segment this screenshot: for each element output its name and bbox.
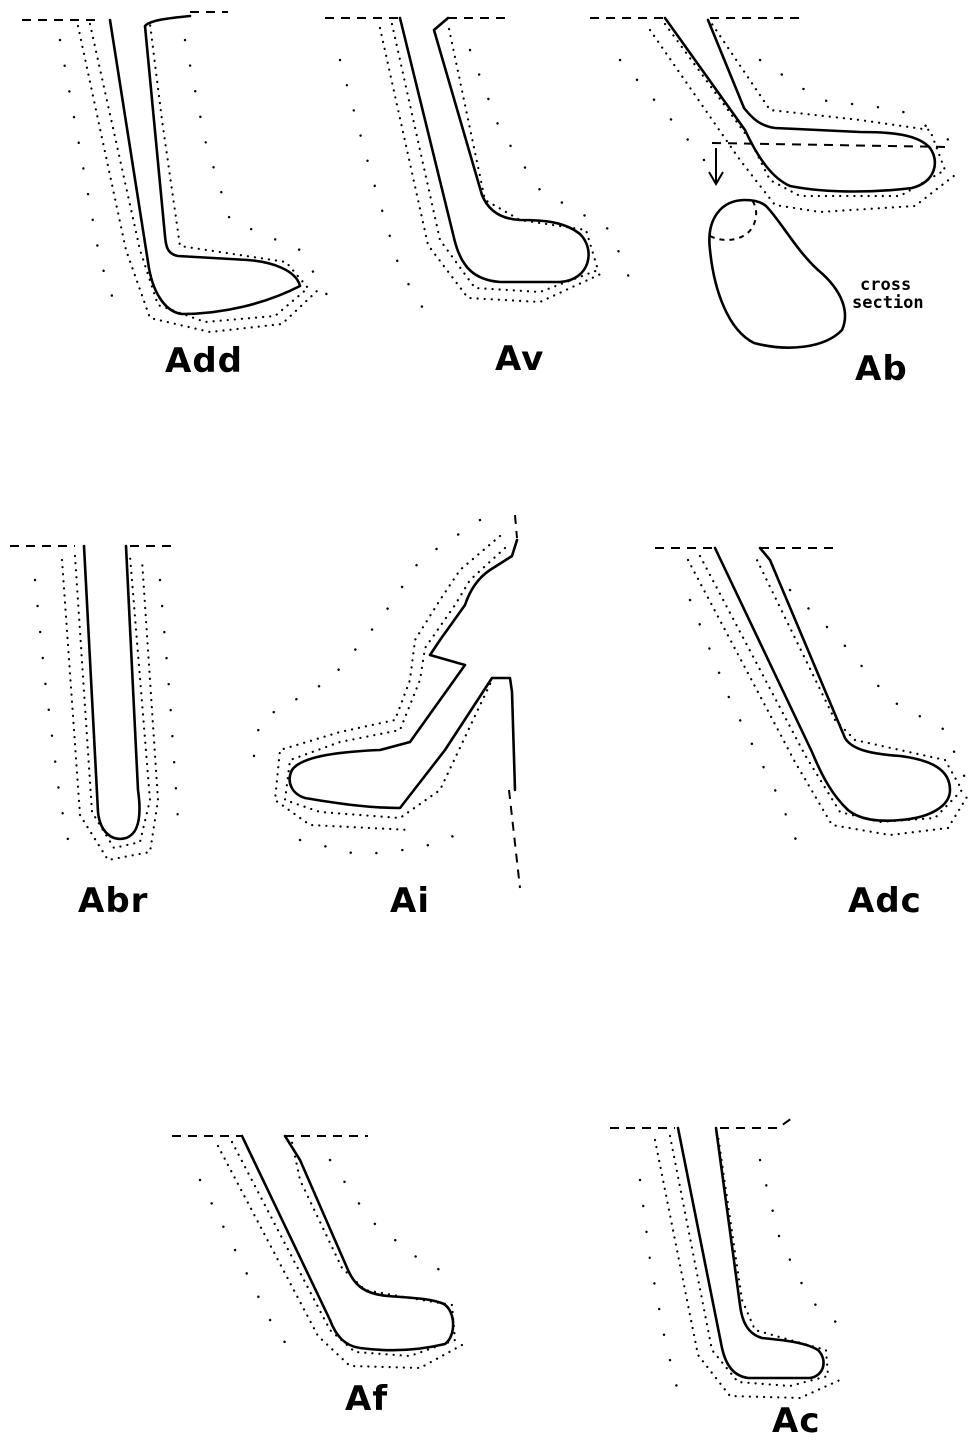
figure-label: Add: [165, 341, 243, 381]
sediment-stipple: [665, 24, 945, 196]
cross-section-label: cross: [860, 275, 911, 295]
sediment-stipple: [160, 580, 178, 820]
burrow-outline: [678, 1128, 824, 1378]
sediment-stipple: [35, 580, 70, 850]
sediment-stipple: [760, 1160, 845, 1330]
sediment-stipple: [218, 1146, 462, 1368]
figure-af: Af: [172, 1136, 462, 1419]
sediment-stipple: [690, 600, 800, 850]
cross-section-dashed-arc: [710, 200, 756, 240]
figure-label: Av: [495, 339, 544, 379]
sediment-stipple: [790, 590, 970, 790]
sediment-stipple: [640, 1180, 680, 1400]
surface-line-right: [720, 1116, 795, 1128]
figure-ac: Ac: [610, 1116, 845, 1441]
surface-line-bottom: [509, 790, 520, 888]
figure-label: Adc: [848, 881, 922, 921]
sediment-stipple: [620, 60, 720, 180]
sediment-stipple: [300, 830, 470, 855]
figure-abr: Abr: [10, 546, 178, 921]
figure-label: Abr: [78, 881, 148, 921]
burrow-outline: [715, 548, 950, 821]
sediment-stipple: [392, 24, 598, 292]
sediment-stipple: [700, 556, 962, 822]
sediment-stipple: [650, 30, 955, 212]
cross-section-label: section: [852, 293, 924, 313]
figure-av: Av: [325, 18, 630, 379]
figure-label: Ac: [772, 1401, 820, 1441]
burrow-outline: [665, 18, 935, 192]
burrow-outline: [84, 546, 140, 839]
cross-section-outline: [709, 200, 845, 348]
section-cut-line: [712, 143, 948, 147]
figure-ab: cross section Ab: [590, 18, 965, 389]
sediment-stipple: [670, 1136, 828, 1386]
sediment-stipple: [760, 60, 965, 150]
figure-adc: Adc: [655, 548, 970, 921]
sediment-stipple: [330, 1160, 460, 1280]
figure-label: Ai: [390, 881, 430, 921]
burrow-outline: [110, 16, 300, 314]
figure-add: Add: [22, 12, 330, 381]
sediment-stipple: [470, 50, 630, 280]
surface-line-top: [515, 515, 517, 538]
figure-ai: Ai: [250, 515, 520, 921]
sediment-stipple: [90, 24, 308, 322]
sediment-stipple: [78, 26, 318, 332]
sediment-stipple: [655, 1140, 840, 1398]
sediment-stipple: [275, 536, 500, 830]
figure-label: Ab: [855, 349, 908, 389]
burrow-outline: [242, 1136, 453, 1350]
figure-label: Af: [345, 1379, 388, 1419]
sediment-stipple: [250, 520, 480, 780]
section-arrow: [709, 148, 723, 184]
sediment-stipple: [340, 60, 430, 320]
sediment-stipple: [232, 1142, 455, 1356]
burrow-outline: [290, 540, 517, 808]
sediment-stipple: [62, 560, 158, 860]
